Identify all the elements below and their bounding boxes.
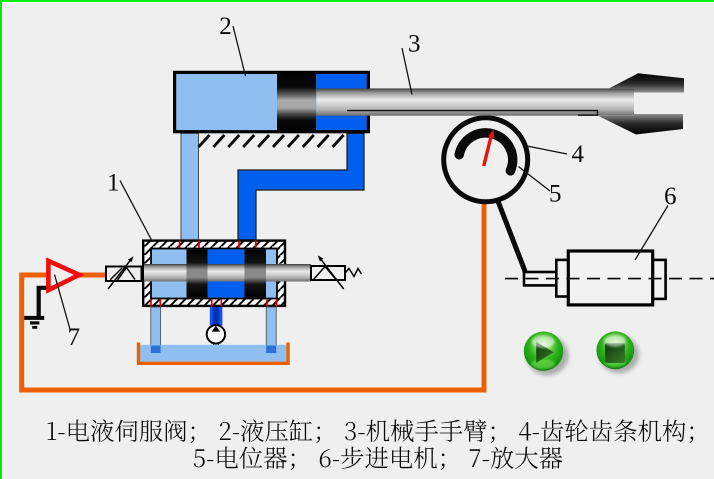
svg-text:3: 3 bbox=[408, 31, 421, 58]
svg-text:6: 6 bbox=[664, 183, 677, 210]
svg-text:2: 2 bbox=[219, 13, 232, 40]
svg-text:7: 7 bbox=[68, 324, 81, 351]
svg-text:1: 1 bbox=[107, 169, 120, 196]
svg-text:5: 5 bbox=[549, 181, 562, 208]
svg-text:4: 4 bbox=[572, 141, 585, 168]
